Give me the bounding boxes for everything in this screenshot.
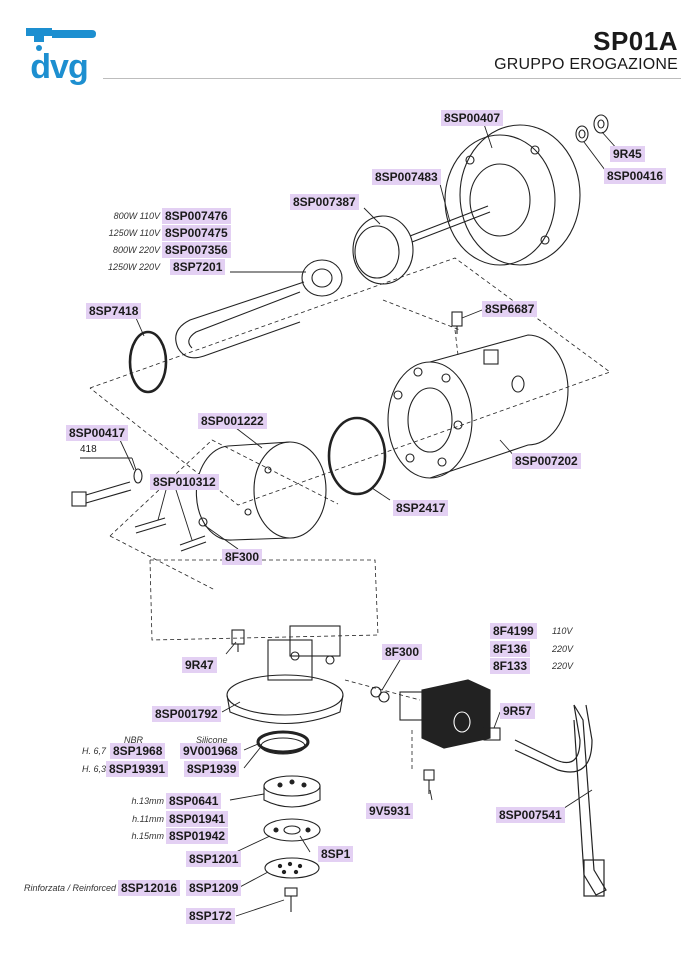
voltage-note: 220V <box>552 661 574 671</box>
gasket-ring-part <box>327 416 387 496</box>
shower-plate-part <box>264 857 320 879</box>
part-label: 8SP2417 <box>393 500 449 516</box>
logo-wordmark: dvg <box>30 48 88 86</box>
stud-part <box>134 517 208 552</box>
voltage-note: 220V <box>552 644 574 654</box>
screw-part <box>423 769 435 794</box>
pipe-part <box>514 704 607 897</box>
part-label: 8SP1 <box>318 846 354 862</box>
part-label: 8SP19391 <box>106 761 169 777</box>
boiler-body-part <box>387 334 569 479</box>
o-ring-part <box>128 330 168 394</box>
part-label: 8SP172 <box>186 908 235 924</box>
part-label: 8SP0641 <box>166 793 222 809</box>
reinforced-note: Rinforzata / Reinforced <box>23 883 116 893</box>
ring-nut-part <box>352 215 414 285</box>
part-label: 8SP007541 <box>496 807 565 823</box>
part-label: 8SP1939 <box>184 761 240 777</box>
page-title: GRUPPO EROGAZIONE <box>494 56 678 73</box>
material-note: NBR <box>124 735 144 745</box>
part-label: 8SP7418 <box>86 303 142 319</box>
group-head-part <box>195 441 327 541</box>
heating-element-part <box>175 259 343 359</box>
part-label: 8SP001222 <box>198 413 267 429</box>
part-label: 8SP007483 <box>372 169 441 185</box>
part-label: 8SP00417 <box>66 425 129 441</box>
nut-part <box>575 114 609 143</box>
part-label: 8SP1968 <box>110 743 166 759</box>
dvg-logo: dvg <box>22 22 96 88</box>
part-label: 8SP007476 <box>162 208 231 224</box>
part-label: 8SP1209 <box>186 880 242 896</box>
part-label: 9R47 <box>182 657 217 673</box>
screw-part <box>284 887 298 912</box>
part-label: 8SP007387 <box>290 194 359 210</box>
part-label: 8SP001792 <box>152 706 221 722</box>
shower-screen-part <box>263 775 321 808</box>
part-label: 8SP00416 <box>604 168 667 184</box>
part-label: 8SP00407 <box>441 110 504 126</box>
small-o-ring <box>370 686 382 698</box>
part-label: 9V5931 <box>366 803 414 819</box>
part-label: 9R45 <box>610 146 645 162</box>
gasket-part <box>256 730 310 755</box>
part-label: 8SP007475 <box>162 225 231 241</box>
part-label: 8F136 <box>490 641 531 657</box>
part-label: 8SP007202 <box>512 453 581 469</box>
sensor-part <box>451 311 463 334</box>
part-label: 9R57 <box>500 703 535 719</box>
part-label: 8F4199 <box>490 623 537 639</box>
variant-note: 800W 220V <box>112 245 160 255</box>
part-label: 8F300 <box>382 644 423 660</box>
rod-part <box>409 205 491 243</box>
part-label: 9V001968 <box>180 743 241 759</box>
material-note: Silicone <box>196 735 228 745</box>
small-o-ring <box>378 691 390 703</box>
part-label: 8SP1201 <box>186 851 242 867</box>
variant-note: 800W 110V <box>113 211 160 221</box>
height-note: h.13mm <box>131 796 164 806</box>
header-rule <box>103 78 681 79</box>
part-label: 8F300 <box>222 549 263 565</box>
part-label: 8SP007356 <box>162 242 231 258</box>
dimension-note: 418 <box>80 444 97 455</box>
page-code: SP01A <box>593 26 678 56</box>
part-label: 8SP12016 <box>118 880 181 896</box>
fitting-part <box>483 727 501 741</box>
height-note: h.15mm <box>131 831 164 841</box>
variant-note: 1250W 220V <box>107 262 160 272</box>
part-label: 8SP6687 <box>482 301 538 317</box>
valve-body-part <box>226 625 344 724</box>
height-note: H. 6,3 <box>81 764 106 774</box>
fitting-part <box>231 629 245 652</box>
height-note: h.11mm <box>132 814 164 824</box>
part-label: 8F133 <box>490 658 531 674</box>
part-label: 8SP01942 <box>166 828 229 844</box>
flange-ring-part <box>444 124 581 266</box>
dispersion-plate-part <box>263 818 321 842</box>
faucet-icon <box>26 28 96 51</box>
part-label: 8SP01941 <box>166 811 229 827</box>
height-note: H. 6,7 <box>81 746 106 756</box>
solenoid-valve-part <box>399 679 491 749</box>
part-label: 8SP010312 <box>150 474 219 490</box>
variant-note: 1250W 110V <box>108 228 160 238</box>
part-label: 8SP7201 <box>170 259 226 275</box>
voltage-note: 110V <box>552 626 573 636</box>
screw-part <box>71 468 143 507</box>
